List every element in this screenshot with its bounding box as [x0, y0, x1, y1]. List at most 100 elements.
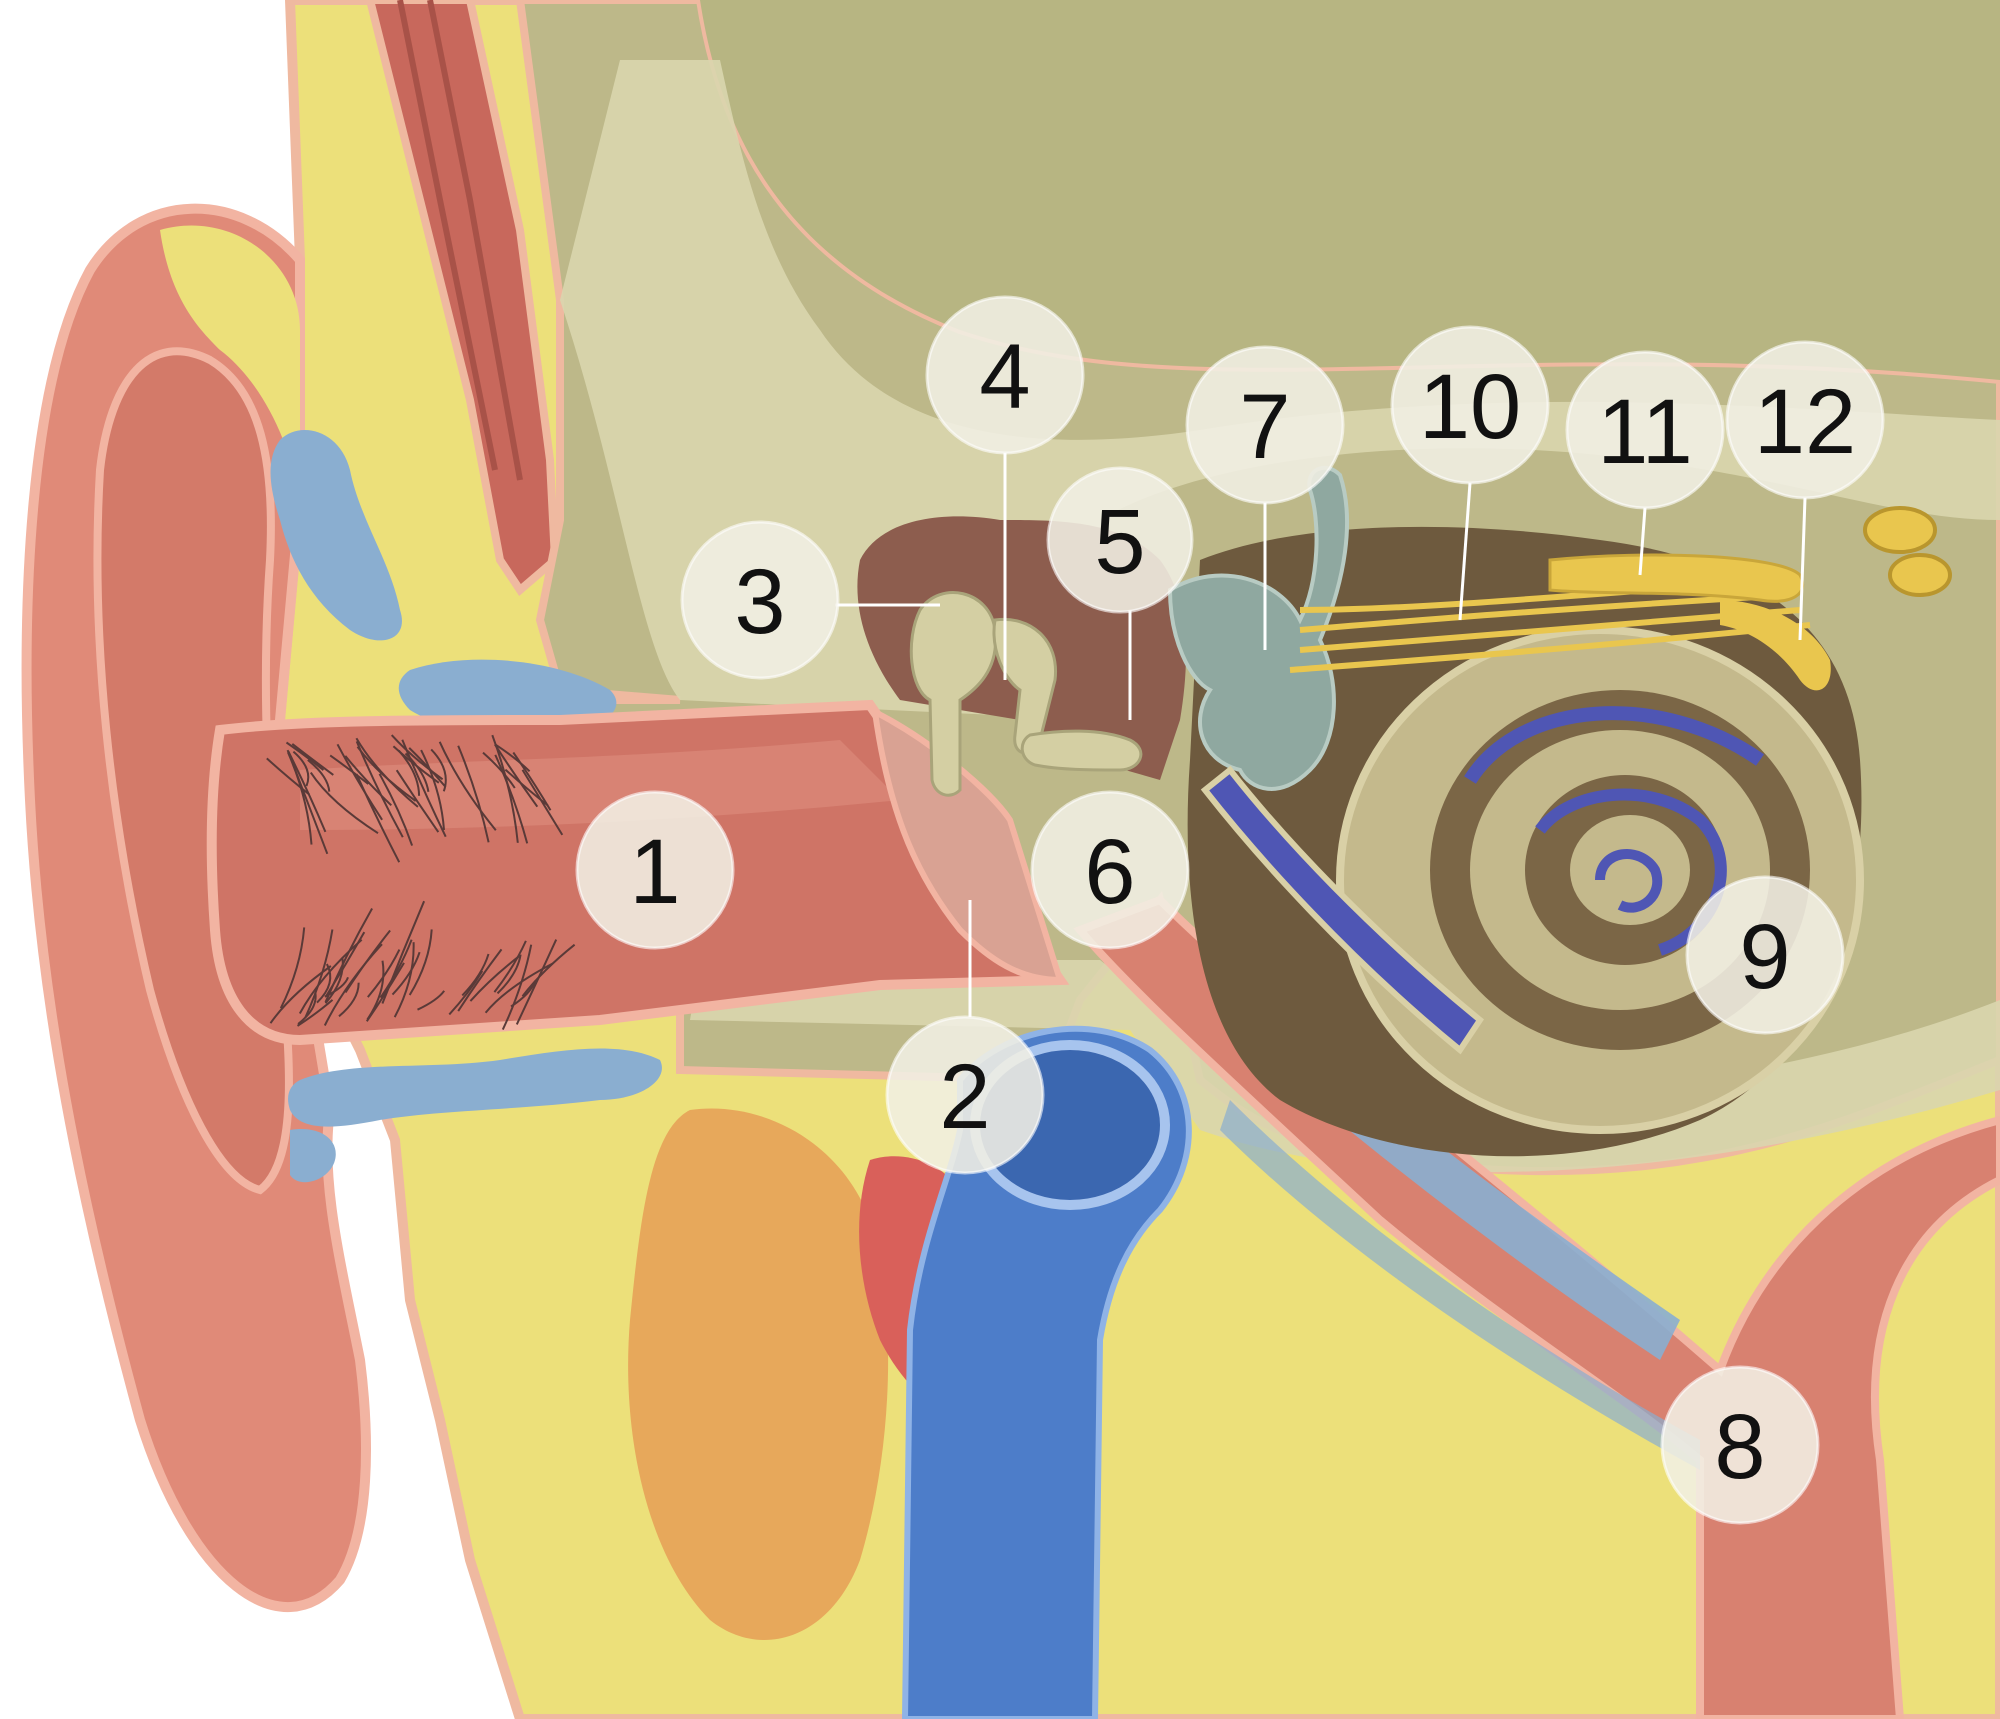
- hair-strand: [404, 752, 430, 792]
- hair-strand: [491, 734, 519, 843]
- hair-strand: [521, 943, 576, 997]
- label-number: 7: [1239, 376, 1290, 478]
- label-circle: [1046, 466, 1194, 614]
- label-circle: [680, 520, 840, 680]
- parotid-gland: [628, 1108, 889, 1640]
- hair-strand: [461, 953, 490, 997]
- hair-strand: [355, 741, 404, 838]
- temporal-muscle: [365, 0, 560, 596]
- hair-strand: [408, 929, 433, 996]
- hair-strand: [316, 963, 332, 1004]
- leader-lines: [835, 453, 1807, 1017]
- hair-strand: [378, 773, 414, 846]
- cochlea-turn-4: [1570, 815, 1690, 925]
- label-circle: [1725, 340, 1885, 500]
- hair-strand: [501, 944, 533, 1031]
- label-marker-4: 4: [925, 295, 1085, 455]
- label-number: 10: [1419, 356, 1521, 458]
- label-number: 1: [629, 821, 680, 923]
- label-number: 11: [1597, 381, 1693, 483]
- hair-strand: [285, 741, 325, 771]
- hair-strand: [266, 757, 311, 796]
- label-number: 4: [979, 326, 1030, 428]
- hair-strand: [287, 751, 313, 845]
- vestibule: [1167, 465, 1349, 791]
- hair-strand: [296, 999, 334, 1027]
- hair-strand: [324, 957, 344, 1004]
- hair-strand: [484, 962, 554, 1014]
- label-circle: [885, 1015, 1045, 1175]
- cartilage-lower: [288, 1048, 662, 1127]
- hair-strand: [338, 982, 360, 1018]
- cartilage-upper-2: [398, 659, 617, 730]
- hair-strand: [393, 942, 415, 1018]
- label-number: 6: [1084, 821, 1135, 923]
- hair-strand: [438, 741, 497, 831]
- label-marker-11: 11: [1565, 350, 1725, 510]
- jugular-vein: [901, 1025, 1192, 1719]
- hair-strand: [307, 759, 331, 792]
- hair-strand: [395, 769, 440, 833]
- hair-strand: [469, 955, 520, 1002]
- hair-strand: [430, 748, 447, 792]
- label-number: 2: [939, 1046, 990, 1148]
- cartilage-lower-2: [290, 1129, 336, 1183]
- cochlear-duct-inner: [1595, 849, 1663, 913]
- hair-strand: [269, 965, 332, 1024]
- leader-line: [1458, 482, 1472, 621]
- muscle-fiber: [397, 0, 498, 471]
- label-marker-9: 9: [1685, 875, 1845, 1035]
- label-circle: [1660, 1365, 1820, 1525]
- hair-strand: [390, 734, 444, 781]
- tube-cartilage-2: [1220, 1100, 1700, 1470]
- label-circle: [1390, 325, 1550, 485]
- nerve-cut-ends: [1863, 506, 1952, 597]
- label-marker-5: 5: [1046, 466, 1194, 614]
- facial-nerve: [1548, 553, 1804, 603]
- label-circle: [1185, 345, 1345, 505]
- dura-layer: [700, 0, 2000, 380]
- muscle-fiber: [427, 0, 523, 481]
- label-number: 5: [1094, 491, 1145, 593]
- hair-strand: [420, 749, 445, 831]
- label-number: 12: [1754, 371, 1856, 473]
- hair-strand: [287, 751, 327, 833]
- hair-strand: [298, 938, 363, 1014]
- label-number: 8: [1714, 1396, 1765, 1498]
- hair-strand: [329, 754, 369, 785]
- label-marker-6: 6: [1030, 790, 1190, 950]
- cochlea-basal-tube: [1200, 765, 1485, 1055]
- hair-strand: [336, 743, 383, 821]
- nerve-bundle-12: [1720, 600, 1831, 691]
- hair-strand: [279, 927, 306, 1009]
- hair-strand: [494, 754, 529, 844]
- hair-strand: [365, 962, 405, 1022]
- cartilage-upper-1: [270, 430, 402, 641]
- hair-strand: [391, 951, 421, 996]
- label-number: 3: [734, 551, 785, 653]
- label-marker-3: 3: [680, 520, 840, 680]
- hair-strand: [496, 954, 522, 995]
- label-number: 9: [1739, 906, 1790, 1008]
- label-marker-10: 10: [1390, 325, 1550, 485]
- label-marker-1: 1: [575, 790, 735, 950]
- hair-strand: [323, 943, 383, 1026]
- stapes: [1020, 729, 1143, 772]
- label-circle: [925, 295, 1085, 455]
- hair-strand: [291, 743, 334, 776]
- hair-strand: [344, 755, 392, 807]
- helix-cartilage: [160, 225, 300, 500]
- hair-strand: [309, 772, 379, 835]
- hair-strand: [510, 980, 537, 1008]
- label-marker-2: 2: [885, 1015, 1045, 1175]
- hair-strand: [292, 750, 310, 787]
- hair-strand: [379, 939, 413, 999]
- label-circle: [575, 790, 735, 950]
- hair-strand: [457, 948, 503, 1012]
- hair-strand: [344, 929, 391, 994]
- hair-strand: [495, 744, 531, 773]
- ear-canal-highlight: [300, 740, 900, 830]
